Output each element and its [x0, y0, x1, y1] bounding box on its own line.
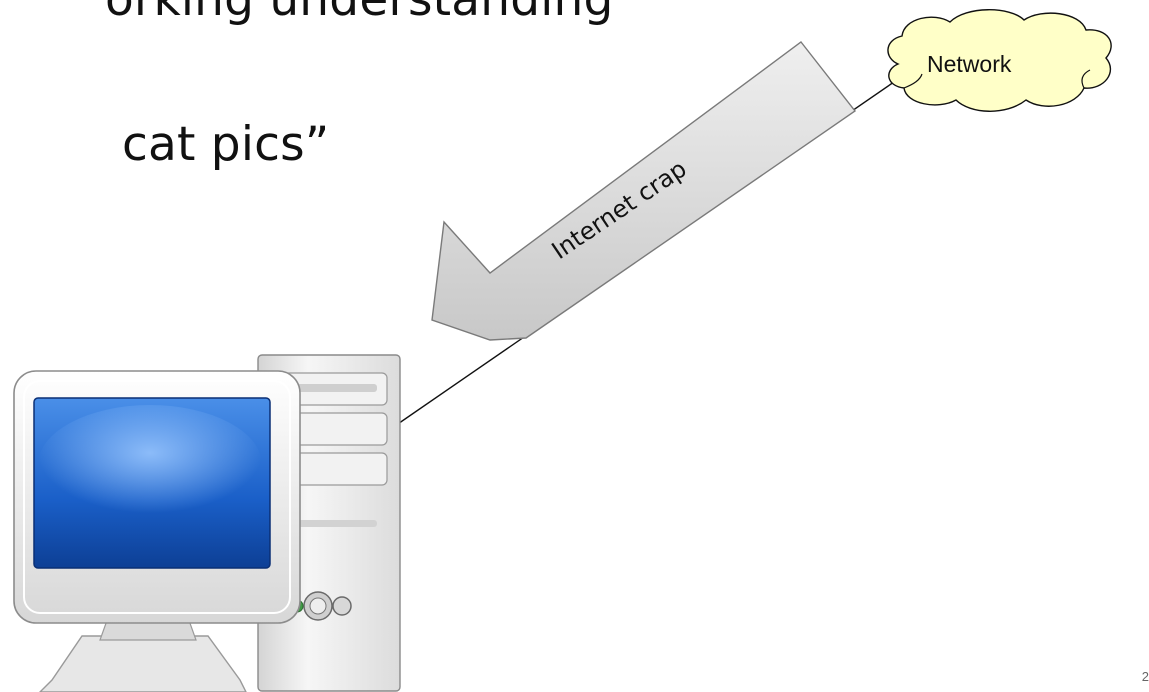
cloud-icon: [887, 9, 1112, 112]
network-label: Network: [927, 51, 1012, 77]
slide-text-line-1: orking understanding: [105, 0, 614, 27]
desktop-computer-icon: [13, 354, 401, 692]
data-flow-arrow: [431, 41, 857, 341]
slide-text-line-2: cat pics”: [122, 117, 330, 172]
page-number: 2: [1141, 669, 1149, 684]
